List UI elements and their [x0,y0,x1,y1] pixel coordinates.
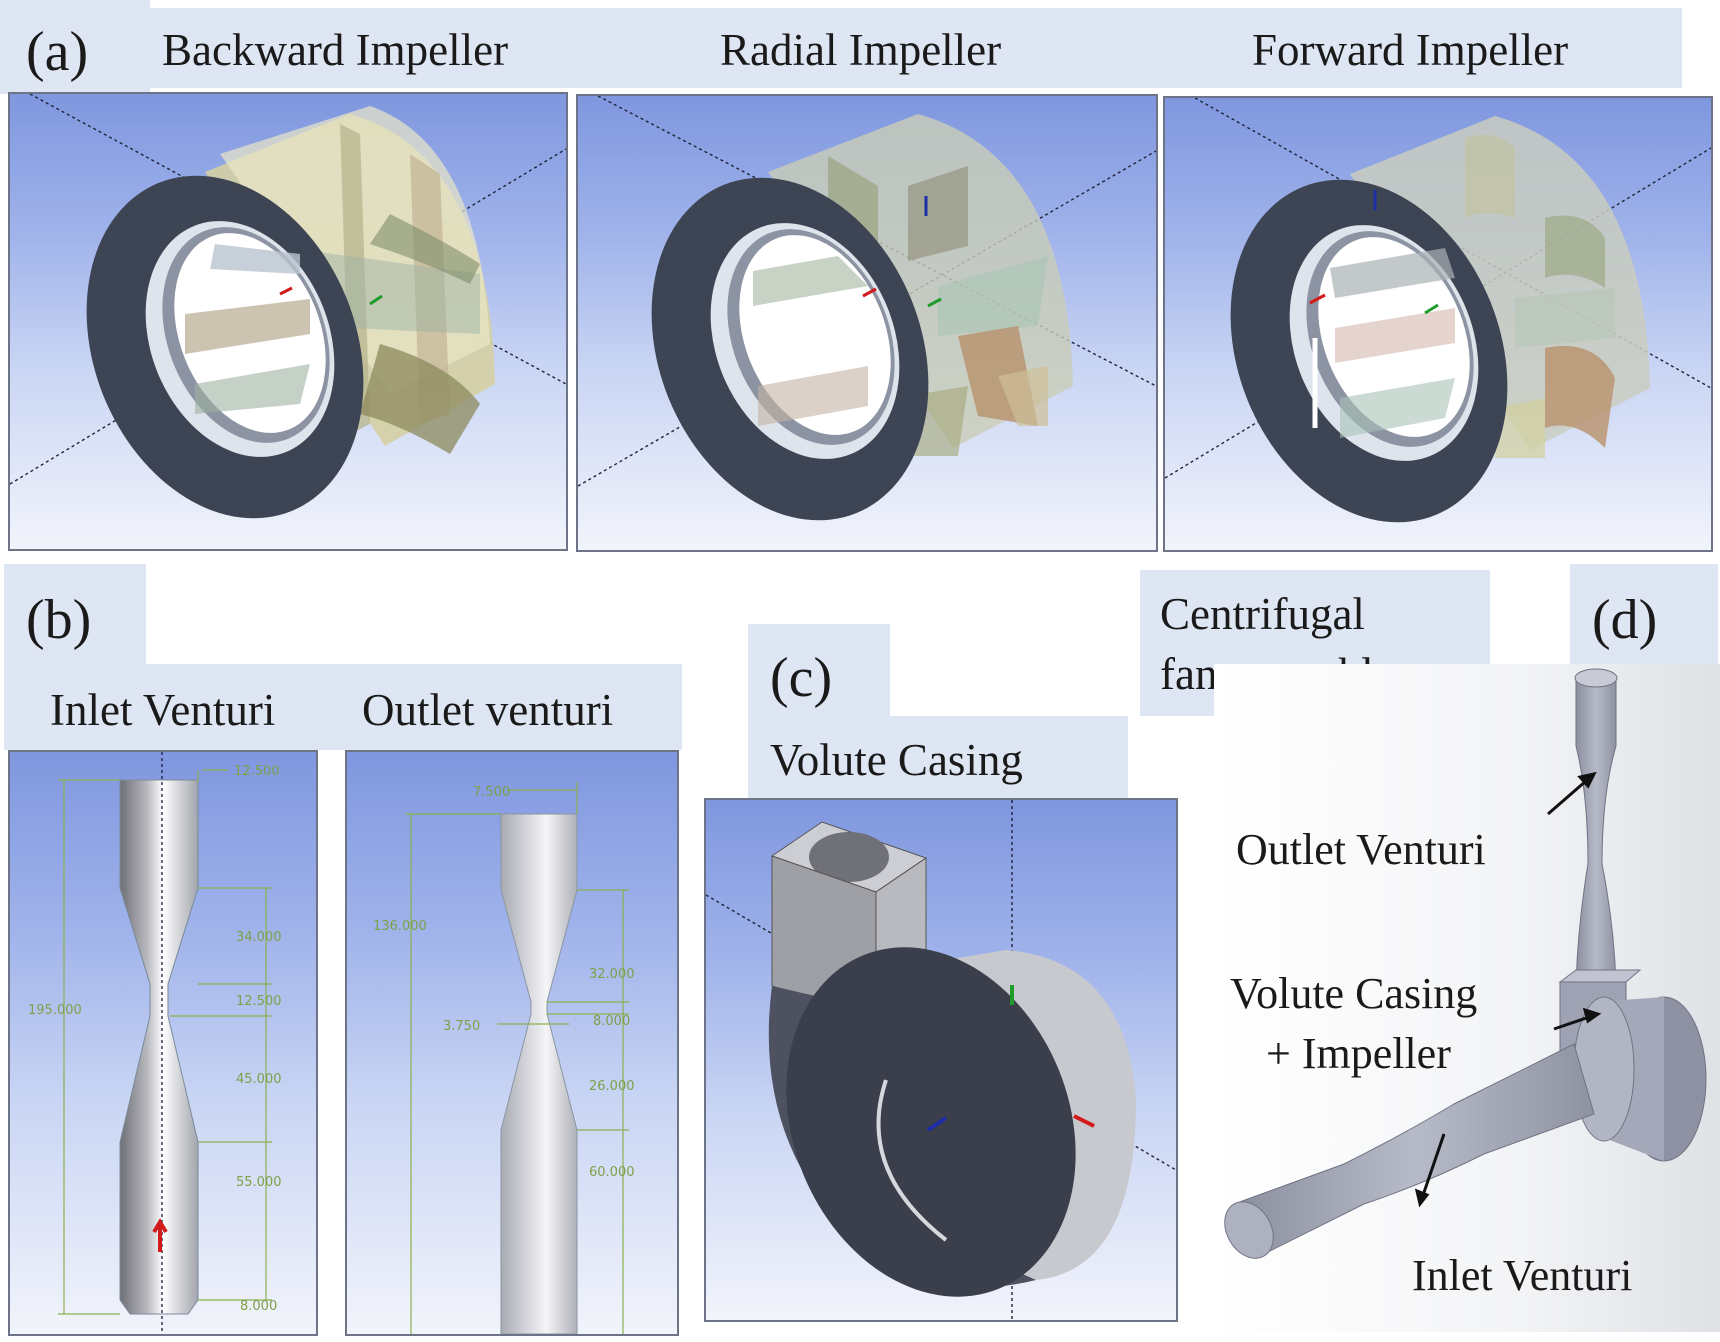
volute-casing-model [706,800,1176,1320]
callout-volute-line1: Volute Casing [1230,969,1478,1018]
assembly-title-line1: Centrifugal [1160,589,1365,639]
x-axis-triad [152,1218,168,1252]
inlet-venturi-model: 12.500 195.000 34.000 12.500 45.000 55.0… [28,752,282,1334]
dim-top-width: 7.500 [473,785,510,800]
outlet-venturi-model: 7.500 136.000 3.750 32.000 8.000 26.000 … [373,782,635,1334]
callout-outlet-venturi: Outlet Venturi [1236,825,1486,874]
x-axis-triad [862,287,877,298]
dim-d3: 26.000 [589,1079,635,1094]
backward-impeller-model [10,94,566,519]
section-b-tag-bg [4,564,146,664]
section-d-tag: (d) [1592,589,1658,651]
callout-volute-line2: + Impeller [1266,1029,1451,1078]
volute-disk [786,947,1136,1297]
dim-top-width: 12.500 [234,764,280,779]
outlet-venturi-title: Outlet venturi [362,685,614,735]
impeller-body [1350,116,1650,458]
inlet-venturi-body [119,779,199,1315]
section-a-tag: (a) [26,21,89,83]
outlet-venturi-part [1574,668,1618,985]
section-c-tag-bg [748,624,890,720]
forward-impeller-title: Forward Impeller [1252,25,1569,75]
dim-d1: 32.000 [589,967,635,982]
dim-total-length: 136.000 [373,919,427,934]
dim-d2: 8.000 [593,1014,630,1029]
section-b-title-bar [4,664,682,750]
dim-d4: 55.000 [236,1175,282,1190]
outlet-venturi-body [500,813,578,1334]
callout-inlet-venturi: Inlet Venturi [1412,1251,1633,1300]
callout-arrows [1414,771,1602,1208]
backward-impeller-title: Backward Impeller [162,25,509,75]
y-axis-triad [927,297,942,308]
volute-casing-title: Volute Casing [770,735,1023,785]
outlet-venturi-drawing[interactable]: 7.500 136.000 3.750 32.000 8.000 26.000 … [345,750,679,1336]
radial-impeller-model [578,96,1156,521]
volute-impeller-part [1558,969,1707,1162]
section-a-title-bar [150,8,1682,88]
dim-d3: 45.000 [236,1072,282,1087]
section-c-title-bar [748,716,1128,798]
forward-impeller-model [1165,98,1711,523]
forward-impeller-view[interactable] [1163,96,1713,552]
section-b-tag: (b) [26,589,92,651]
dim-d2: 12.500 [236,994,282,1009]
inlet-venturi-drawing[interactable]: 12.500 195.000 34.000 12.500 45.000 55.0… [8,750,318,1336]
assembly-view[interactable] [1214,664,1720,1332]
x-axis-triad [1073,1114,1095,1128]
dim-d5: 8.000 [240,1299,277,1314]
dim-throat: 3.750 [443,1019,480,1034]
z-axis-triad [926,1116,948,1132]
section-d-tag-bg [1570,564,1718,664]
volute-casing-view[interactable] [704,798,1178,1322]
dim-d1: 34.000 [236,930,282,945]
section-c-tag: (c) [770,647,833,709]
inlet-venturi-part [1224,1043,1595,1259]
y-axis-triad [369,294,383,306]
inlet-venturi-title: Inlet Venturi [50,685,276,735]
x-axis-triad [279,286,293,296]
radial-impeller-view[interactable] [576,94,1158,552]
section-a-tag-bg [0,0,150,94]
dim-d4: 60.000 [589,1165,635,1180]
backward-impeller-view[interactable] [8,92,568,551]
x-axis-triad [1309,293,1326,305]
dim-total-length: 195.000 [28,1003,82,1018]
radial-impeller-title: Radial Impeller [720,25,1002,75]
assembly-model [1224,668,1707,1259]
y-axis-triad [1424,303,1439,315]
